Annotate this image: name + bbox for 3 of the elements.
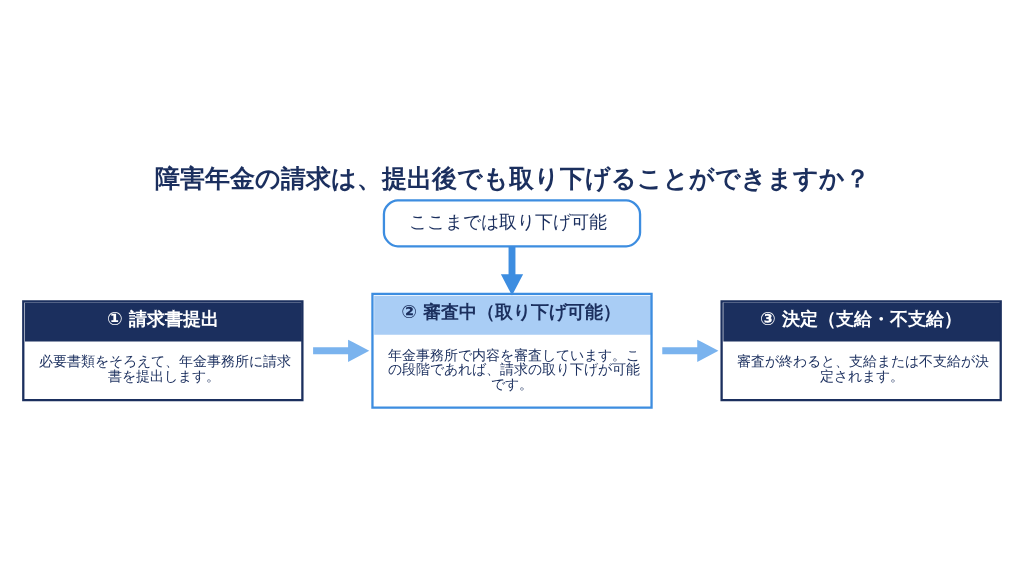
diagram-title: 障害年金の請求は、提出後でも取り下げることができますか？ xyxy=(155,163,871,193)
arrow xyxy=(500,246,524,295)
node-box: ここまでは取り下げ可能 xyxy=(382,198,642,247)
